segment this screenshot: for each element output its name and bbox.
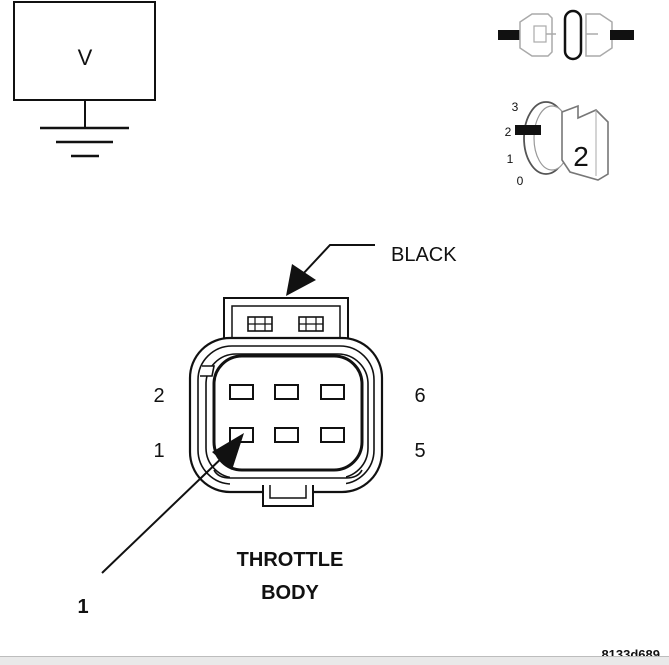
- pin-label-1: 1: [153, 440, 164, 462]
- pin-cavity: [320, 384, 345, 400]
- arrow-down-left-icon: [286, 264, 316, 296]
- pin-cavity: [229, 384, 254, 400]
- ground-icon: [40, 126, 129, 158]
- color-callout: BLACK: [286, 244, 457, 296]
- pin-callout: 1: [77, 433, 244, 618]
- disconnect-connector-icon: [498, 9, 634, 61]
- pin-cavity: [320, 427, 345, 443]
- arrow-up-right-icon: [212, 433, 244, 470]
- voltmeter-box: [13, 1, 156, 101]
- connector-title-line1: THROTTLE: [237, 549, 344, 571]
- connector-title-line2: BODY: [261, 582, 319, 604]
- switch-mark-1: 1: [507, 152, 514, 166]
- callout-number: 1: [77, 596, 88, 618]
- switch-mark-3: 3: [512, 100, 519, 114]
- pin-cavity: [274, 384, 299, 400]
- throttle-body-connector: [188, 297, 384, 507]
- pin-cavity: [274, 427, 299, 443]
- connector-color-label: BLACK: [391, 244, 457, 266]
- ignition-switch-icon: 3 2 1 0 2: [505, 100, 609, 188]
- switch-mark-0: 0: [517, 174, 524, 188]
- pin-label-6: 6: [414, 385, 425, 407]
- pin-label-5: 5: [414, 440, 425, 462]
- pin-label-2: 2: [153, 385, 164, 407]
- switch-position-label: 2: [573, 141, 589, 172]
- voltmeter-symbol: V: [13, 1, 156, 158]
- voltmeter-label: V: [78, 45, 93, 70]
- switch-position-indicator: [515, 125, 541, 135]
- bottom-edge-strip: [0, 656, 669, 665]
- switch-mark-2: 2: [505, 125, 512, 139]
